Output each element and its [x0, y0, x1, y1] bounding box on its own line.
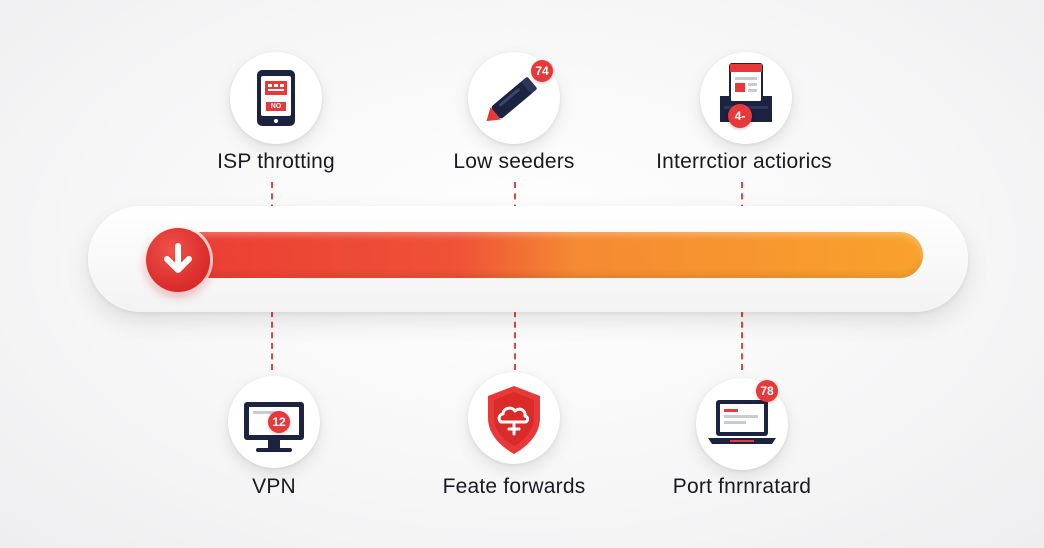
port-forwarding-node: 78: [696, 378, 788, 470]
connector-port-forwarding: [741, 290, 743, 370]
vpn-node: 12: [228, 376, 320, 468]
isp-throttling-node: NO: [230, 52, 322, 144]
pen-icon: [486, 77, 537, 122]
interaction-node: 4-: [700, 52, 792, 144]
tablet-screen-text: NO: [270, 103, 282, 110]
download-arrow-icon: [164, 243, 192, 273]
laptop-icon: [708, 400, 776, 444]
download-button[interactable]: [146, 228, 210, 292]
isp-throttling-label: ISP throtting: [217, 150, 335, 173]
tablet-icon: [257, 70, 295, 126]
interaction-badge: 4-: [728, 104, 752, 128]
feature-forwards-label: Feate forwards: [442, 475, 586, 498]
connector-vpn: [271, 290, 273, 370]
shield-cloud-icon: [488, 386, 540, 454]
progress-bar-fill: [150, 232, 923, 278]
interaction-label: Interrctior actiorics: [656, 150, 832, 173]
connector-feature-forwards: [514, 290, 516, 370]
feature-forwards-node: [468, 372, 560, 464]
vpn-label: VPN: [252, 475, 296, 498]
connector-isp-throttling: [271, 182, 273, 222]
low-seeders-node: 74: [468, 52, 560, 144]
port-forwarding-badge: 78: [756, 380, 778, 402]
low-seeders-badge: 74: [531, 60, 553, 82]
vpn-badge: 12: [268, 411, 290, 433]
connector-interaction: [741, 182, 743, 222]
low-seeders-label: Low seeders: [453, 150, 575, 173]
connector-low-seeders: [514, 182, 516, 222]
port-forwarding-label: Port fnrnratard: [672, 475, 812, 498]
mail-tray-icon: [720, 63, 772, 122]
